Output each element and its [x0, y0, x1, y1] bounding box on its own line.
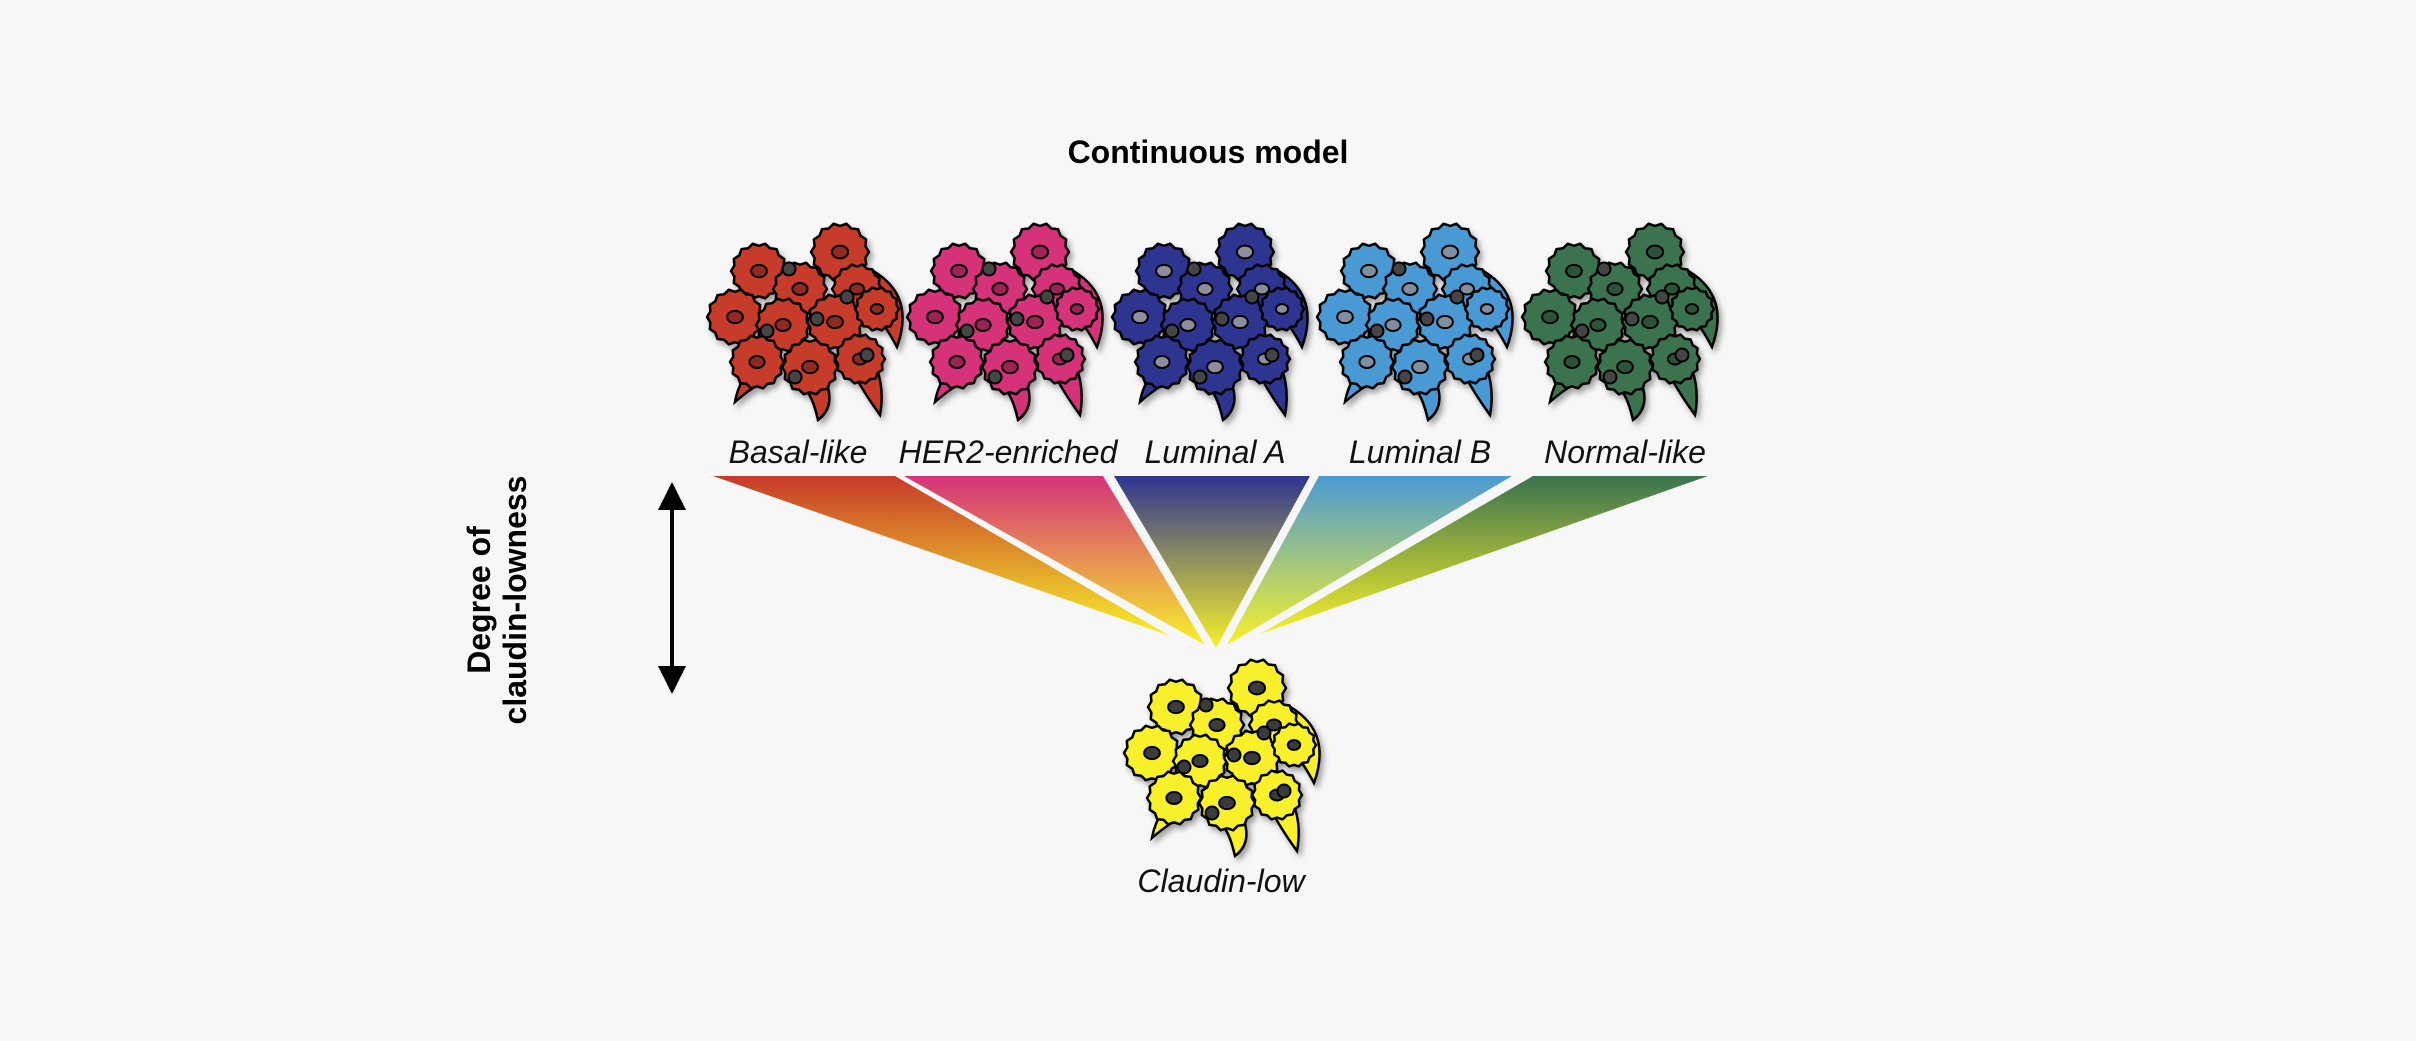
cell-cluster-luminal-b: [1315, 222, 1514, 423]
axis-label-line-2: claudin-lowness: [497, 475, 533, 725]
cell-cluster-her2-enriched: [905, 222, 1104, 423]
cell-clusters: [705, 222, 1719, 859]
double-arrow-icon: [658, 482, 686, 694]
label-normal-like: Normal-like: [1544, 434, 1706, 470]
diagram-title: Continuous model: [1067, 134, 1349, 170]
cell-cluster-claudin-low: [1122, 658, 1321, 859]
label-luminal-b: Luminal B: [1348, 434, 1492, 470]
label-basal-like: Basal-like: [728, 434, 868, 470]
gradient-fan-basal-like: [713, 476, 1170, 636]
label-her2-enriched: HER2-enriched: [898, 434, 1118, 470]
gradient-fan-luminal-a: [1114, 476, 1310, 648]
axis-label: Degree of claudin-lowness: [461, 475, 533, 725]
gradient-fan-luminal-b: [1227, 476, 1512, 645]
gradient-fan-her2-enriched: [904, 476, 1205, 645]
gradient-fan-normal-like: [1260, 476, 1708, 634]
cell-cluster-basal-like: [705, 222, 904, 423]
label-claudin-low: Claudin-low: [1137, 863, 1305, 899]
gradient-fans: [713, 476, 1708, 648]
cell-cluster-luminal-a: [1110, 222, 1309, 423]
cell-cluster-normal-like: [1520, 222, 1719, 423]
axis-label-line-1: Degree of: [461, 526, 497, 674]
label-luminal-a: Luminal A: [1144, 434, 1286, 470]
